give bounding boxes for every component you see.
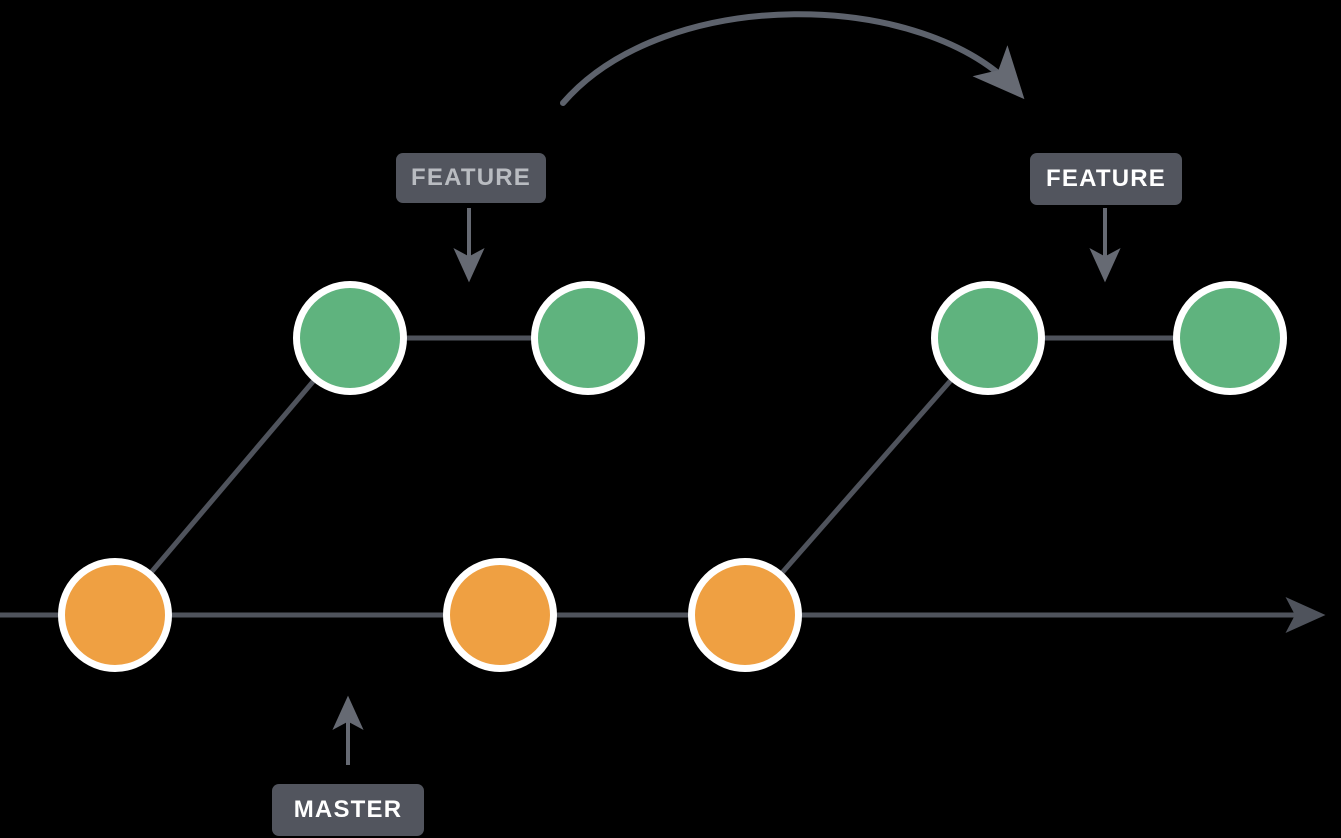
branch-connector-left (113, 336, 352, 617)
master-commit-node-1[interactable] (58, 558, 172, 672)
feature-commit-node-2[interactable] (531, 281, 645, 395)
master-commit-node-2[interactable] (443, 558, 557, 672)
branch-connector-right (743, 336, 990, 617)
feature-commit-node-4[interactable] (1173, 281, 1287, 395)
master-label[interactable]: MASTER (272, 784, 424, 836)
feature-commit-node-3[interactable] (931, 281, 1045, 395)
master-commit-node-3[interactable] (688, 558, 802, 672)
feature-label-left[interactable]: FEATURE (396, 153, 546, 203)
feature-relocation-arrow (560, 11, 1025, 106)
feature-label-right[interactable]: FEATURE (1030, 153, 1182, 205)
feature-commit-node-1[interactable] (293, 281, 407, 395)
